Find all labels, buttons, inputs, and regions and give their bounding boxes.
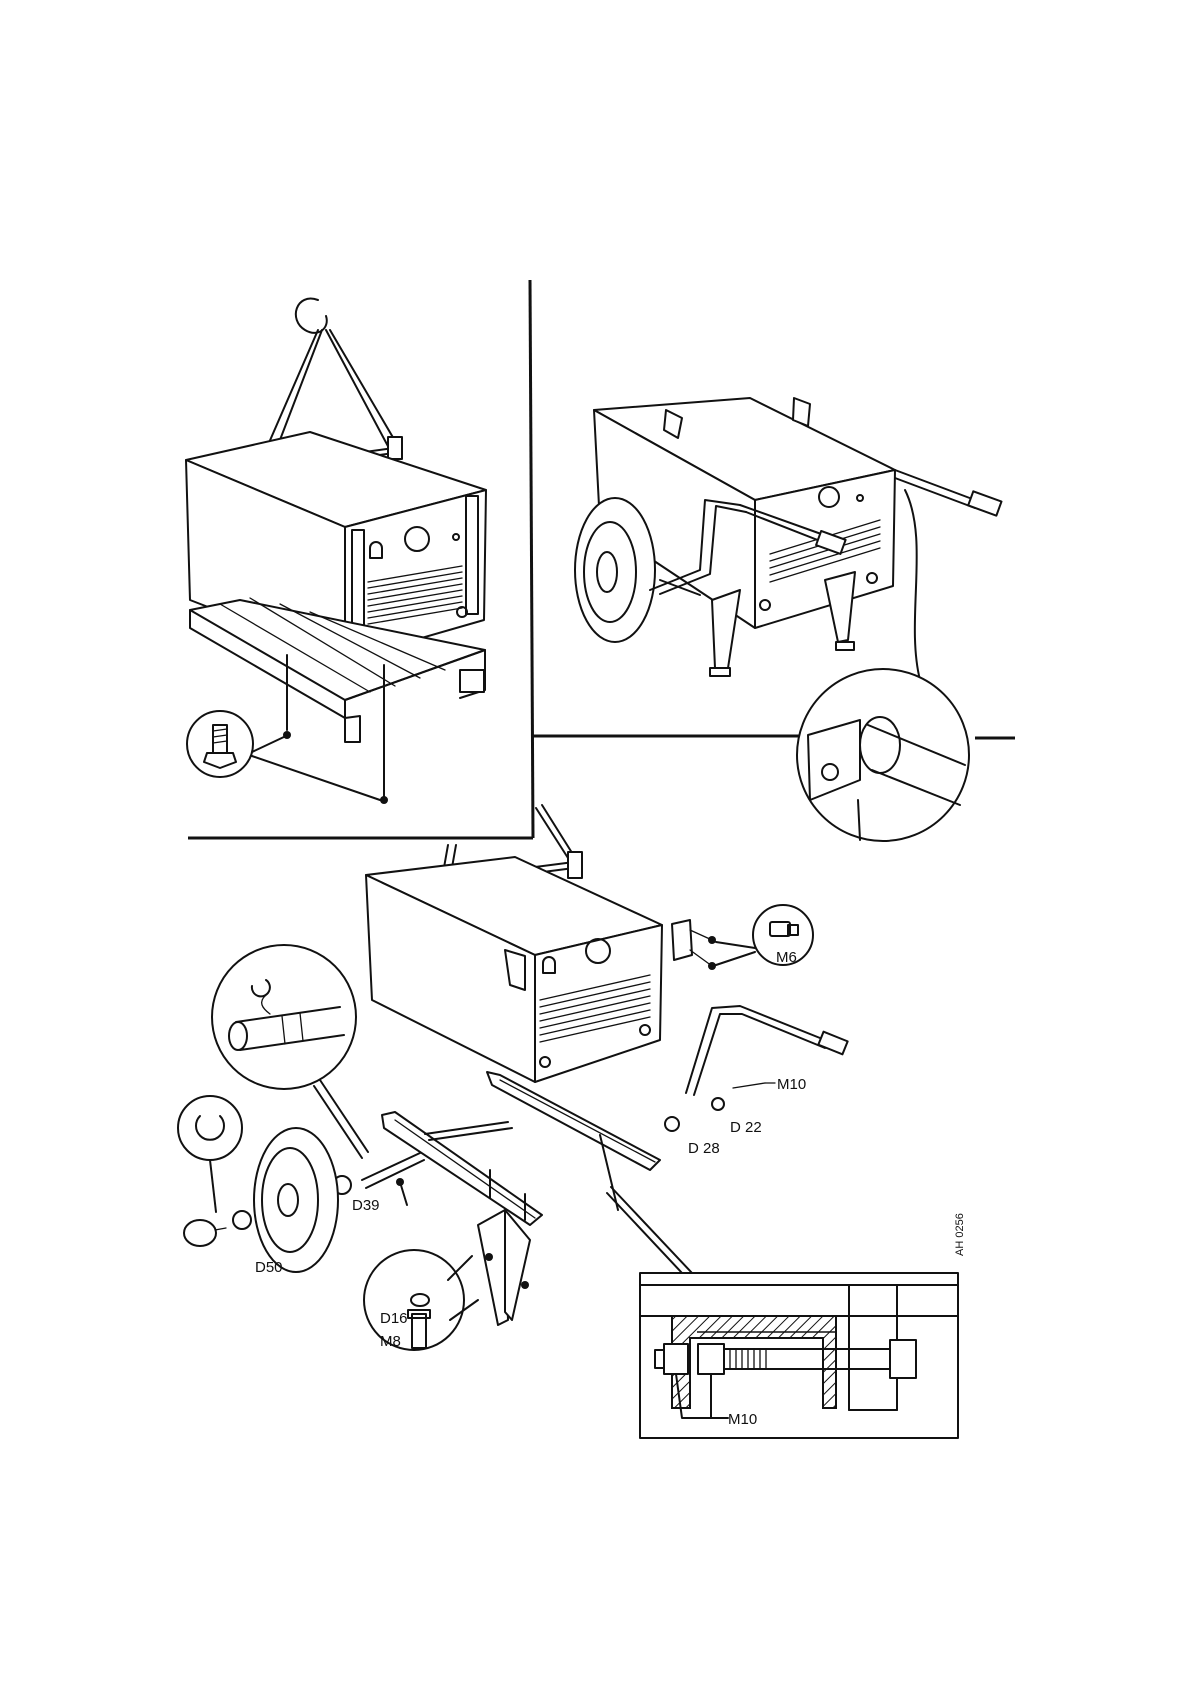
trolley-wheel (575, 498, 655, 642)
drawing-reference: AH 0256 (954, 1213, 966, 1256)
label-d39: D39 (352, 1197, 380, 1214)
cross-section-detail: M10 (640, 1273, 958, 1438)
label-d22: D 22 (730, 1119, 762, 1136)
nut-inner (698, 1344, 724, 1374)
label-d50: D50 (255, 1259, 283, 1276)
welder-cabinet-exploded (366, 805, 662, 1082)
label-m10-bolt: M10 (777, 1076, 806, 1093)
hub-cap (184, 1220, 216, 1246)
lifting-panel (186, 299, 486, 804)
washer-d50 (233, 1211, 251, 1229)
wheel-axle: D39 (333, 1153, 424, 1214)
handle-bracket: M6 (672, 905, 813, 970)
label-d28: D 28 (688, 1140, 720, 1157)
exploded-assembly-panel: M6 M10 D 22 D 28 (178, 805, 848, 1350)
label-m10-detail: M10 (728, 1411, 757, 1428)
pallet-bolt-callout (187, 711, 380, 800)
label-m8: M8 (380, 1333, 401, 1350)
handle-detail-callout (797, 669, 969, 841)
assembled-trolley-panel (575, 398, 1001, 841)
washer-d22 (712, 1098, 724, 1110)
label-d16: D16 (380, 1310, 408, 1327)
circlip-callout-small (178, 1096, 242, 1212)
handle-bar: M10 D 22 D 28 (665, 1006, 848, 1157)
label-m6: M6 (776, 949, 797, 966)
washer-d28 (665, 1117, 679, 1131)
crane-hook (296, 299, 327, 333)
bolt-thread (730, 1349, 766, 1369)
nut-left (664, 1344, 688, 1374)
foot-bolt-callout: D16 M8 (364, 1178, 478, 1350)
frame-rail-rear (487, 1072, 660, 1210)
bolt-head-right (890, 1340, 916, 1378)
